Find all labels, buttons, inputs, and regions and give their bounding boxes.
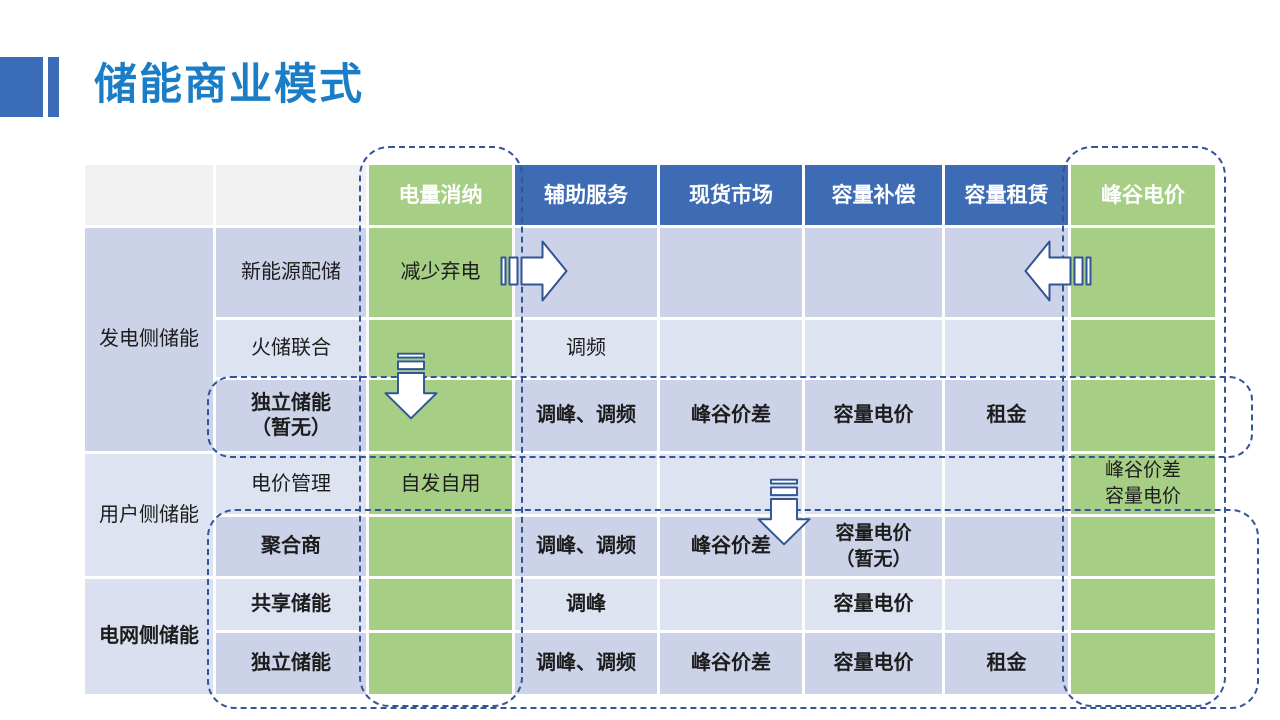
table-cell-empty <box>805 454 942 514</box>
table-cell-empty <box>369 320 512 377</box>
table-cell-empty <box>369 380 512 451</box>
table-cell-empty <box>1071 579 1215 630</box>
table-cell-empty <box>1071 380 1215 451</box>
table-cell-empty <box>1071 517 1215 576</box>
table-cell: 峰谷价差 <box>660 633 802 694</box>
page-title: 储能商业模式 <box>94 61 364 109</box>
business-model-table: 电量消纳 辅助服务 现货市场 容量补偿 容量租赁 峰谷电价 发电侧储能 用户侧储… <box>85 165 1215 694</box>
table-cell-empty <box>805 320 942 377</box>
row-label: 独立储能 （暂无） <box>216 380 366 451</box>
table-cell-empty <box>515 454 657 514</box>
table-cell: 减少弃电 <box>369 228 512 317</box>
group-label-grid-side: 电网侧储能 <box>85 579 213 694</box>
header-blank-group <box>85 165 213 225</box>
table-cell-empty <box>945 579 1068 630</box>
table-cell-empty <box>369 517 512 576</box>
table-cell-empty <box>660 579 802 630</box>
group-label-user-side: 用户侧储能 <box>85 454 213 576</box>
table-cell-empty <box>1071 320 1215 377</box>
column-header-xianhuoshichang: 现货市场 <box>660 165 802 225</box>
table-cell: 容量电价 <box>805 380 942 451</box>
row-label: 火储联合 <box>216 320 366 377</box>
table-cell: 容量电价 <box>805 633 942 694</box>
table-cell: 租金 <box>945 633 1068 694</box>
column-header-rongliangbuchang: 容量补偿 <box>805 165 942 225</box>
title-accent-bar <box>48 57 59 117</box>
table-cell-empty <box>1071 633 1215 694</box>
row-label: 独立储能 <box>216 633 366 694</box>
table-cell-empty <box>945 517 1068 576</box>
table-cell: 自发自用 <box>369 454 512 514</box>
striped-left-arrow-icon <box>1024 240 1092 302</box>
table-cell-empty <box>945 320 1068 377</box>
striped-down-arrow-icon <box>384 352 438 420</box>
table-cell: 峰谷价差 <box>660 380 802 451</box>
table-cell: 调峰 <box>515 579 657 630</box>
table-cell: 调峰、调频 <box>515 633 657 694</box>
column-header-fuzhufuwu: 辅助服务 <box>515 165 657 225</box>
table-cell-empty <box>1071 228 1215 317</box>
table-cell: 调频 <box>515 320 657 377</box>
table-cell-empty <box>369 633 512 694</box>
table-cell: 租金 <box>945 380 1068 451</box>
table-cell: 容量电价 <box>805 579 942 630</box>
striped-right-arrow-icon <box>500 240 568 302</box>
striped-down-arrow-icon <box>757 478 811 546</box>
table-cell: 容量电价 （暂无） <box>805 517 942 576</box>
table-cell: 峰谷价差 容量电价 <box>1071 454 1215 514</box>
table-cell-empty <box>805 228 942 317</box>
header-blank-label <box>216 165 366 225</box>
table-cell: 调峰、调频 <box>515 380 657 451</box>
group-label-generation-side: 发电侧储能 <box>85 228 213 451</box>
row-label: 电价管理 <box>216 454 366 514</box>
table-cell-empty <box>945 454 1068 514</box>
column-header-fenggudianjia: 峰谷电价 <box>1071 165 1215 225</box>
row-label: 新能源配储 <box>216 228 366 317</box>
table-cell: 调峰、调频 <box>515 517 657 576</box>
table-cell-empty <box>369 579 512 630</box>
table-cell-empty <box>660 228 802 317</box>
column-header-rongliangzulin: 容量租赁 <box>945 165 1068 225</box>
title-accent-square <box>0 57 43 117</box>
table-cell-empty <box>660 320 802 377</box>
row-label: 共享储能 <box>216 579 366 630</box>
row-label: 聚合商 <box>216 517 366 576</box>
column-header-dianliangxiaona: 电量消纳 <box>369 165 512 225</box>
